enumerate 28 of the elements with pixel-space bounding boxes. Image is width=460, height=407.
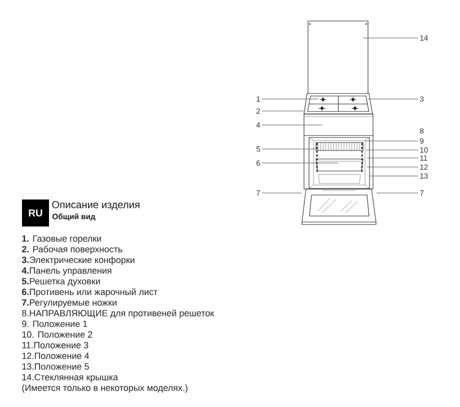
parts-list-item: 6.Противень или жарочный лист — [22, 288, 158, 297]
parts-list-item: 12.Положение 4 — [22, 352, 89, 359]
leader-line — [262, 192, 302, 194]
leader-line — [262, 124, 322, 126]
leader-line — [368, 98, 418, 100]
parts-list-item: 4.Панель управления — [22, 267, 112, 276]
parts-list-item: 5.Решетка духовки — [22, 278, 100, 286]
parts-list-item: 9. Положение 1 — [22, 320, 88, 328]
leader-line — [262, 162, 338, 164]
parts-list-item: 14.Стеклянная крышка — [22, 374, 118, 382]
parts-list-item: 3.Электрические конфорки — [22, 256, 134, 265]
parts-list-item: 10. Положение 2 — [22, 331, 92, 338]
leader-line — [364, 140, 418, 142]
leader-line — [262, 110, 305, 112]
note: (Имеется только в некоторых моделях.) — [22, 384, 188, 393]
leader-line — [366, 166, 418, 168]
parts-list-item: 2. Рабочая поверхность — [22, 246, 122, 254]
leader-line — [262, 148, 318, 150]
parts-list-item: 13.Положение 5 — [22, 363, 89, 370]
cooker-illustration — [302, 20, 376, 225]
parts-list-item: 11.Положение 3 — [22, 342, 88, 348]
parts-list-item: 7.Регулируемые ножки — [22, 299, 116, 308]
language-tag: RU — [22, 200, 49, 226]
heading: Описание изделия — [52, 201, 140, 210]
parts-list-item: 8.НАПРАВЛЯЮЩИЕ для противеней решеток — [22, 310, 214, 318]
leader-line — [376, 192, 418, 194]
parts-list-item: 1. Газовые горелки — [22, 235, 101, 244]
leader-line — [262, 98, 318, 100]
